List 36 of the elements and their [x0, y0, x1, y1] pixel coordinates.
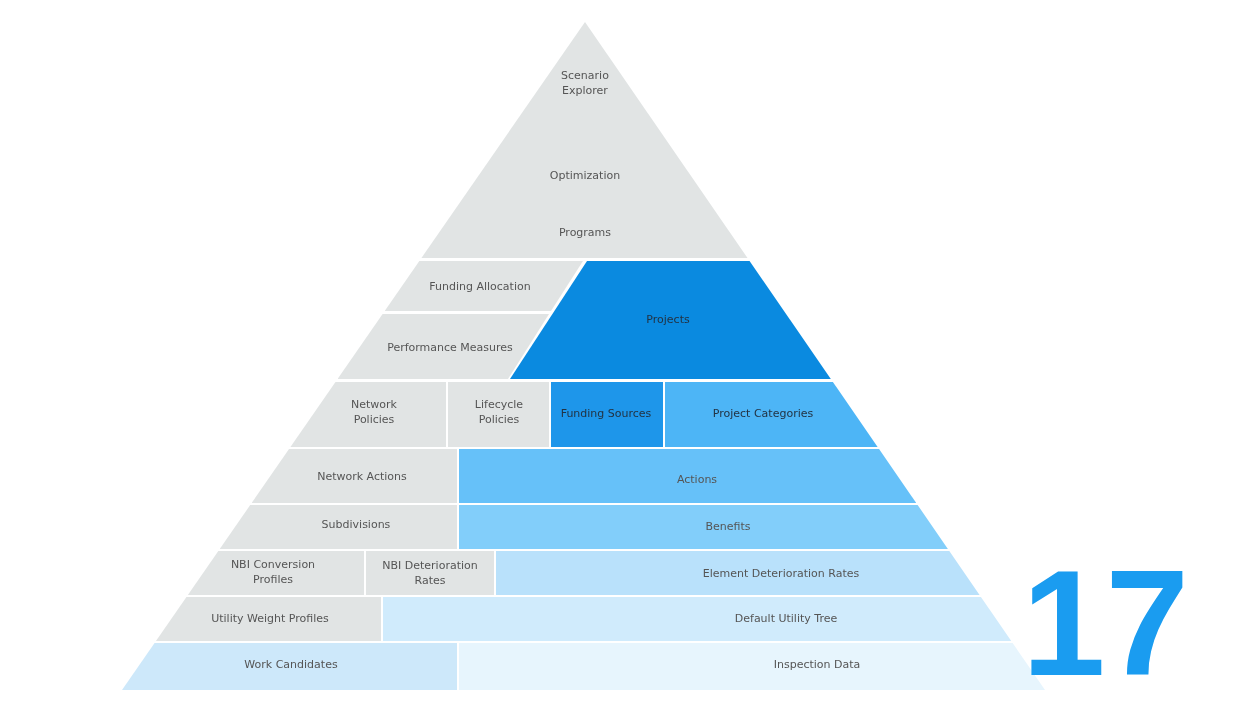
segment-label: Funding Allocation	[428, 279, 532, 294]
segment-label: Default Utility Tree	[733, 611, 839, 626]
pyramid-segment	[551, 382, 663, 447]
pyramid-segment	[251, 449, 457, 503]
segment-label: Programs	[557, 225, 613, 240]
segment-label: Scenario Explorer	[560, 68, 610, 98]
pyramid-segment	[187, 551, 364, 595]
segment-label: Actions	[675, 472, 719, 487]
pyramid-segment	[366, 551, 494, 595]
segment-label: Element Deterioration Rates	[701, 566, 861, 581]
pyramid-segment	[219, 505, 457, 549]
segment-label: Funding Sources	[559, 406, 653, 421]
pyramid-segment	[459, 449, 917, 503]
pyramid-segment	[383, 597, 1012, 641]
page-number: 17	[1022, 548, 1189, 698]
segment-label: Network Actions	[316, 469, 408, 484]
segment-label: Network Policies	[350, 397, 398, 427]
pyramid-segment	[459, 505, 948, 549]
segment-label: Optimization	[548, 168, 622, 183]
pyramid-segment	[155, 597, 381, 641]
segment-label: Work Candidates	[243, 657, 339, 672]
pyramid-segment	[448, 382, 549, 447]
segment-label: NBI Deterioration Rates	[381, 558, 479, 588]
segment-label: Benefits	[704, 519, 752, 534]
pyramid-segment	[290, 382, 446, 447]
segment-label: Lifecycle Policies	[473, 397, 525, 427]
pyramid-segment	[122, 643, 457, 690]
segment-label: Inspection Data	[772, 657, 862, 672]
segment-label: Utility Weight Profiles	[210, 611, 330, 626]
segment-label: Subdivisions	[320, 517, 392, 532]
segment-label: Projects	[645, 312, 691, 327]
segment-label: Performance Measures	[386, 340, 514, 355]
segment-label: Project Categories	[711, 406, 815, 421]
pyramid-segment	[496, 551, 980, 595]
pyramid-segment	[665, 382, 878, 447]
segment-label: NBI Conversion Profiles	[229, 557, 317, 587]
